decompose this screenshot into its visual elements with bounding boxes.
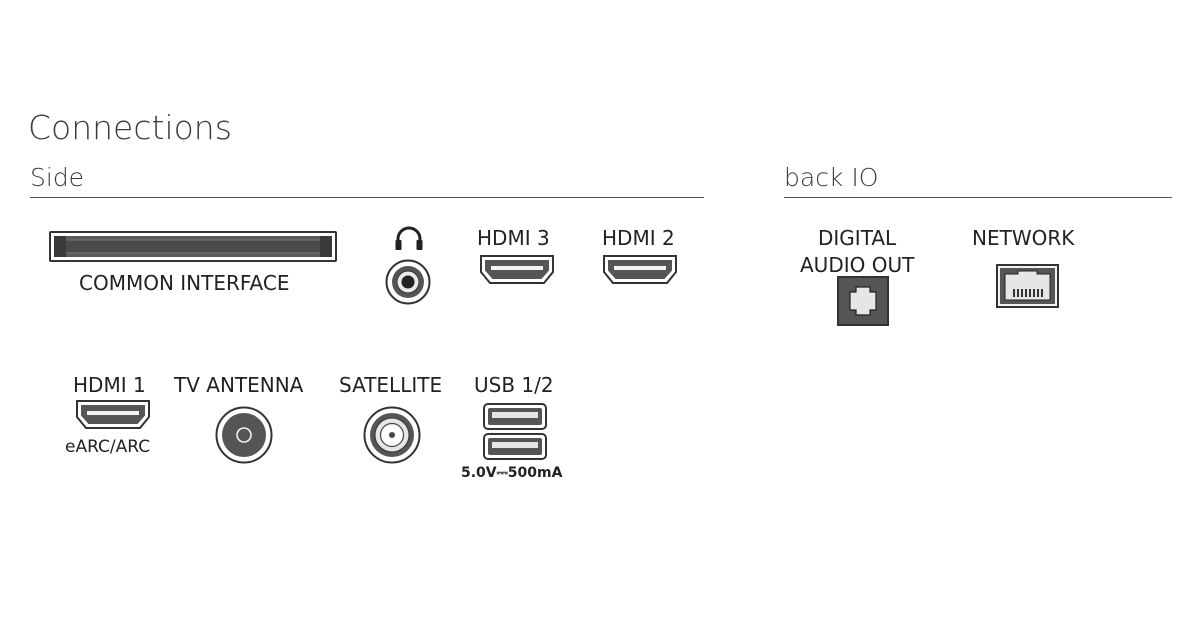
satellite-label: SATELLITE xyxy=(339,373,443,397)
digital-audio-label-line1: DIGITAL xyxy=(818,226,897,250)
usb-label: USB 1/2 xyxy=(474,373,554,397)
usb-rating-label: 5.0V⎓500mA xyxy=(461,465,563,481)
section-side-title: Side xyxy=(30,163,85,192)
section-back-divider xyxy=(784,197,1172,198)
hdmi2-label: HDMI 2 xyxy=(602,226,675,250)
ci-slot-icon xyxy=(49,231,337,262)
hdmi1-sub-label: eARC/ARC xyxy=(65,437,151,457)
coax-port-icon xyxy=(363,406,421,464)
hdmi-port-icon xyxy=(480,255,554,284)
hdmi1-label: HDMI 1 xyxy=(73,373,146,397)
network-label: NETWORK xyxy=(972,226,1075,250)
hdmi3-label: HDMI 3 xyxy=(477,226,550,250)
common-interface-label: COMMON INTERFACE xyxy=(79,271,290,295)
hdmi-port-icon xyxy=(603,255,677,284)
tv-antenna-label: TV ANTENNA xyxy=(174,373,304,397)
optical-port-icon xyxy=(837,276,889,326)
coax-port-icon xyxy=(215,406,273,464)
headphone-jack-icon xyxy=(385,259,431,305)
digital-audio-label-line2: AUDIO OUT xyxy=(800,253,915,277)
headphone-icon xyxy=(395,226,423,250)
ethernet-port-icon xyxy=(996,264,1059,308)
hdmi-port-icon xyxy=(76,400,150,429)
section-back-title: back IO xyxy=(784,163,879,192)
page-title: Connections xyxy=(28,108,232,147)
section-side-divider xyxy=(30,197,704,198)
usb-port-icon xyxy=(483,403,547,460)
